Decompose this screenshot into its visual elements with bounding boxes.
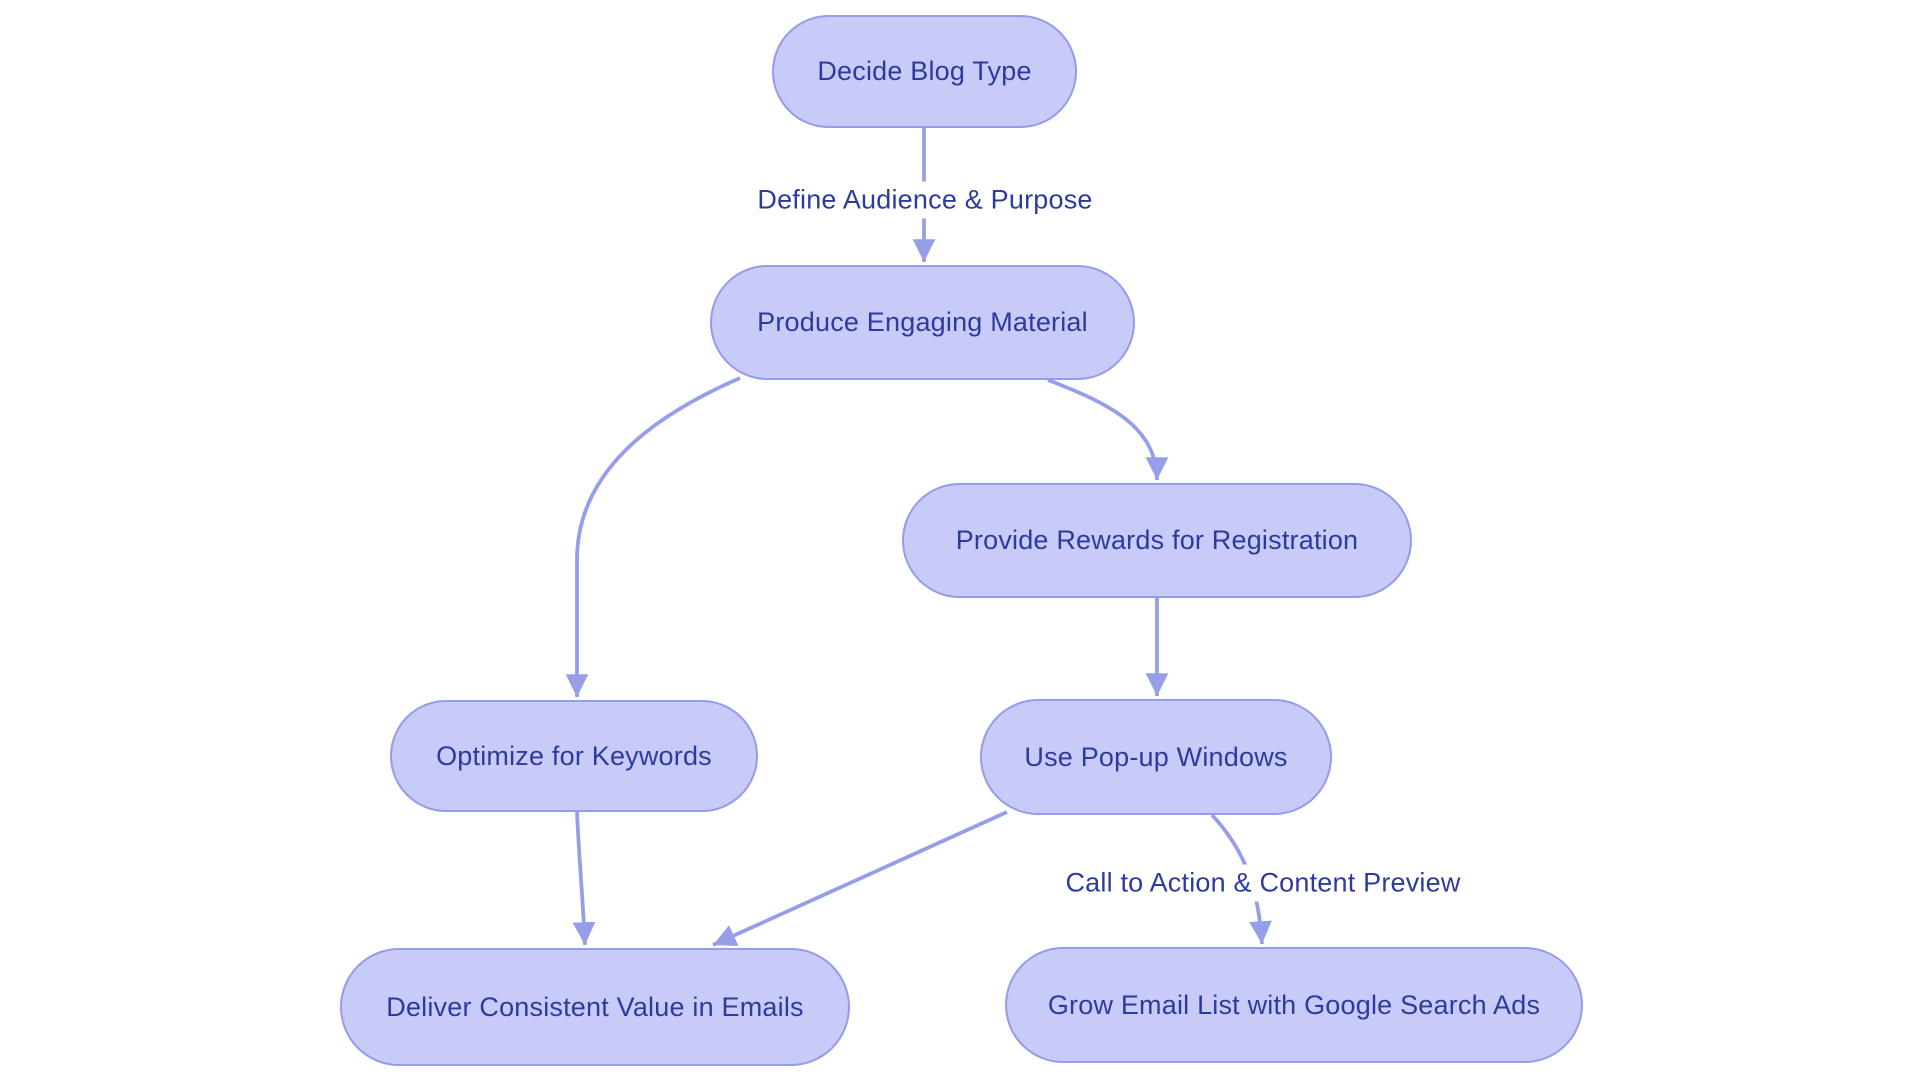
- node-produce-engaging-material: Produce Engaging Material: [710, 265, 1135, 380]
- edge-optimize-to-deliver: [572, 811, 596, 946]
- node-label: Deliver Consistent Value in Emails: [386, 991, 804, 1022]
- node-label: Optimize for Keywords: [436, 740, 712, 771]
- node-deliver-consistent-value-in-emails: Deliver Consistent Value in Emails: [340, 948, 850, 1066]
- node-provide-rewards-for-registration: Provide Rewards for Registration: [902, 483, 1412, 598]
- edge-label-call-to-action-and-content-preview: Call to Action & Content Preview: [1055, 864, 1471, 902]
- edge-produce-to-rewards: [1047, 378, 1169, 481]
- node-label: Grow Email List with Google Search Ads: [1047, 989, 1541, 1020]
- node-use-pop-up-windows: Use Pop-up Windows: [980, 699, 1332, 815]
- node-decide-blog-type: Decide Blog Type: [772, 15, 1077, 128]
- node-label: Use Pop-up Windows: [1024, 741, 1288, 772]
- node-optimize-for-keywords: Optimize for Keywords: [390, 700, 758, 812]
- node-grow-email-list-with-google-search-ads: Grow Email List with Google Search Ads: [1005, 947, 1583, 1063]
- node-label: Produce Engaging Material: [757, 307, 1088, 337]
- node-label: Decide Blog Type: [817, 56, 1032, 86]
- node-label: Provide Rewards for Registration: [955, 525, 1359, 555]
- edge-produce-to-optimize: [565, 376, 741, 697]
- edge-popup-to-deliver: [712, 810, 1008, 947]
- edge-label-define-audience-and-purpose: Define Audience & Purpose: [747, 181, 1103, 219]
